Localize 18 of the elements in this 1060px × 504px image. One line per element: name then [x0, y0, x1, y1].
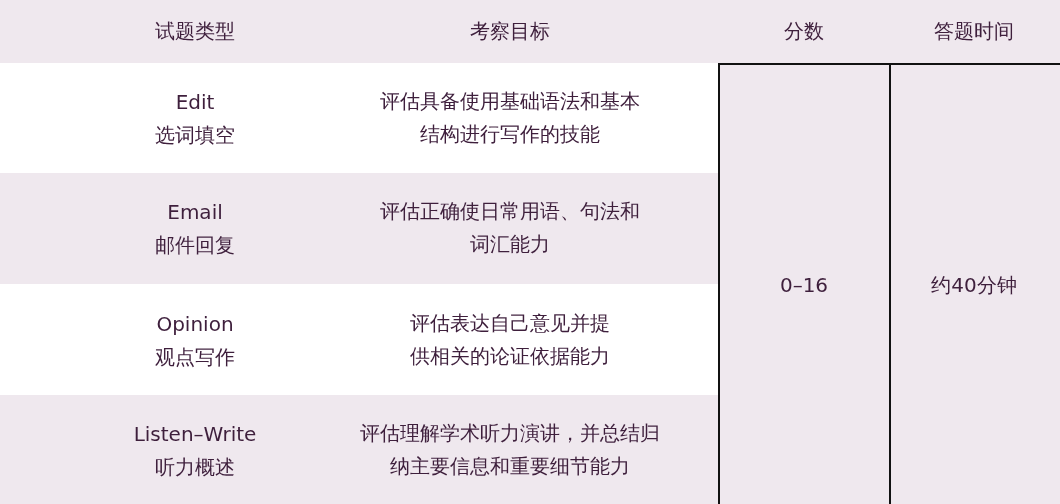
header-text: 试题类型 [155, 17, 235, 45]
question-type-text: Edit [175, 88, 215, 116]
question-type-text: 观点写作 [155, 343, 235, 371]
header-text: 考察目标 [470, 17, 550, 45]
question-type-text: Listen–Write [133, 420, 257, 448]
question-type-text: 选词填空 [155, 121, 235, 149]
score-text: 0–16 [779, 271, 829, 299]
question-type-text: 邮件回复 [155, 231, 235, 259]
objective-text: 评估具备使用基础语法和基本结构进行写作的技能 [379, 88, 641, 148]
objective-text: 评估正确使日常用语、句法和词汇能力 [379, 198, 641, 258]
header-text: 答题时间 [934, 17, 1014, 45]
header-text: 分数 [784, 17, 824, 45]
objective-text: 评估表达自己意见并提供相关的论证依据能力 [409, 310, 611, 370]
objective-text: 评估理解学术听力演讲，并总结归纳主要信息和重要细节能力 [359, 420, 661, 480]
question-type-text: Opinion [156, 310, 234, 338]
time-text: 约40分钟 [931, 271, 1017, 299]
question-type-text: 听力概述 [155, 453, 235, 481]
question-type-text: Email [167, 198, 223, 226]
